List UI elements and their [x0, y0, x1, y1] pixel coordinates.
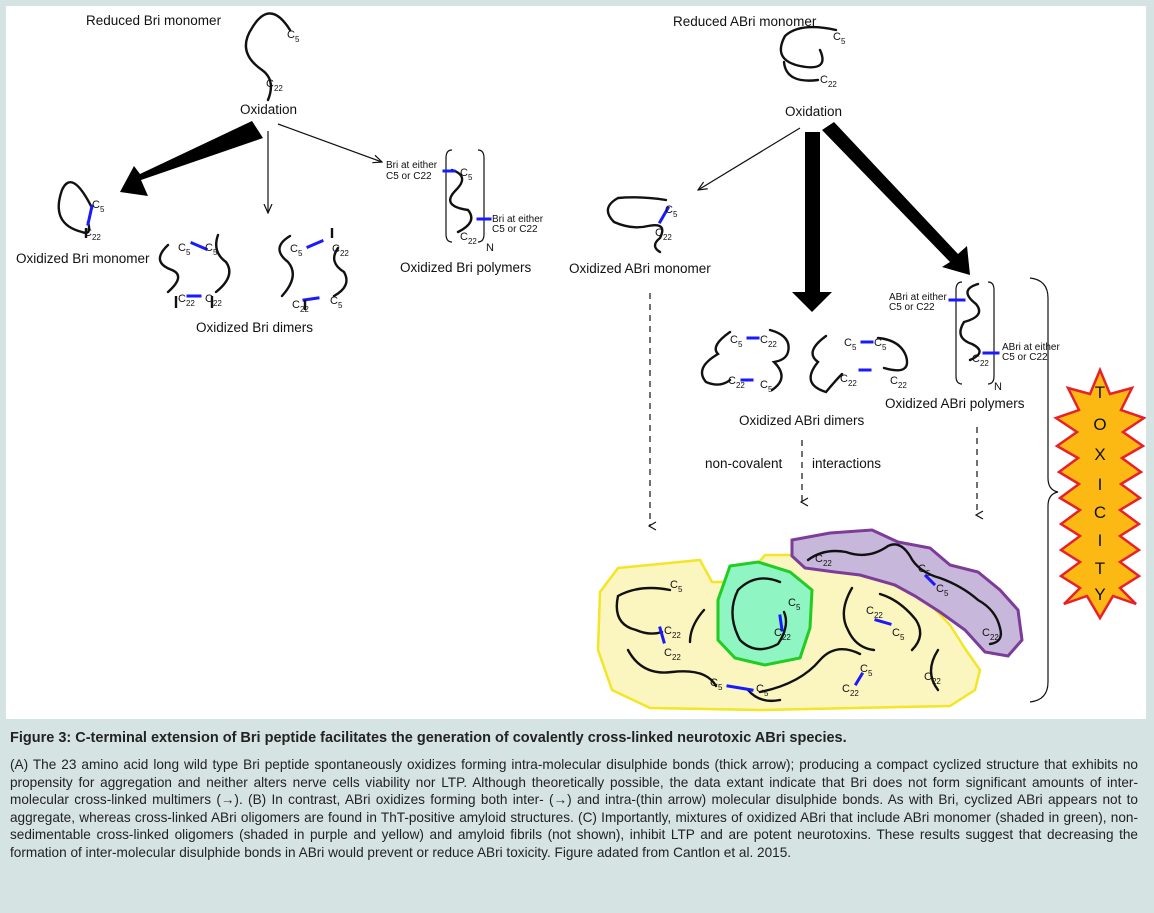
- ox-bri-polymers-label: Oxidized Bri polymers: [400, 260, 532, 275]
- residue-label: C5: [833, 31, 846, 46]
- toxicity-letter: I: [1098, 475, 1103, 494]
- residue-label: C5: [844, 337, 857, 352]
- toxicity-letter: C: [1094, 503, 1106, 522]
- oxidation-label-bri: Oxidation: [240, 102, 297, 117]
- interactions-label: interactions: [812, 456, 881, 471]
- residue-label: C22: [460, 231, 477, 246]
- peptide-chains: [57, 12, 1003, 703]
- residue-label: C22: [820, 74, 837, 89]
- ox-abri-polymers-label: Oxidized ABri polymers: [885, 396, 1025, 411]
- abri-either-note-1a: ABri at either: [889, 292, 947, 303]
- residue-label: C22: [205, 293, 222, 308]
- oxidation-label-abri: Oxidation: [785, 104, 842, 119]
- reduced-bri-label: Reduced Bri monomer: [86, 13, 222, 28]
- residue-label: C22: [84, 227, 101, 242]
- abri-polymer-n: N: [994, 381, 1002, 393]
- toxicity-letter: T: [1095, 383, 1105, 402]
- caption-body: (A) The 23 amino acid long wild type Bri…: [10, 757, 1138, 860]
- residue-label: C22: [728, 375, 745, 390]
- residue-label: C5: [760, 379, 773, 394]
- residue-label: C5: [290, 243, 303, 258]
- reduced-abri-label: Reduced ABri monomer: [673, 14, 817, 29]
- residue-label: C5: [92, 199, 105, 214]
- bri-right-arrow: [277, 123, 382, 162]
- residue-label: C22: [292, 299, 309, 314]
- residue-label: C5: [330, 295, 343, 310]
- toxicity-letter: T: [1095, 559, 1105, 578]
- abri-either-note-2a: ABri at either: [1002, 342, 1060, 353]
- ox-bri-monomer-label: Oxidized Bri monomer: [16, 251, 150, 266]
- polymer-notes: Bri at either C5 or C22 Bri at either C5…: [386, 160, 1060, 393]
- cut-marks: [84, 228, 334, 310]
- abri-either-note-1b: C5 or C22: [889, 302, 935, 313]
- residue-label: C22: [760, 334, 777, 349]
- toxicity-letter: X: [1094, 445, 1105, 464]
- residue-label: C5: [665, 204, 678, 219]
- residue-label: C5: [730, 334, 743, 349]
- abri-thin-arrow: [698, 127, 801, 190]
- diagram-labels: Reduced Bri monomer Reduced ABri monomer…: [16, 13, 1025, 471]
- residue-label: C5: [178, 242, 191, 257]
- bri-polymer-n: N: [486, 242, 494, 254]
- residue-label: C5: [287, 29, 300, 44]
- residue-label: C22: [890, 375, 907, 390]
- toxicity-burst: [1053, 366, 1146, 621]
- abri-thick-down-arrow: [792, 132, 832, 312]
- noncovalent-label: non-covalent: [705, 456, 783, 471]
- caption-title: Figure 3: C-terminal extension of Bri pe…: [10, 730, 847, 746]
- ox-abri-dimers-label: Oxidized ABri dimers: [739, 413, 865, 428]
- bri-thick-arrow: [120, 121, 263, 196]
- toxicity-bracket: [1029, 277, 1059, 703]
- polymer-brackets: [445, 149, 995, 385]
- ox-bri-dimers-label: Oxidized Bri dimers: [196, 320, 313, 335]
- residue-label: C22: [840, 373, 857, 388]
- abri-thick-diag-arrow: [822, 122, 970, 275]
- bri-either-note-2b: C5 or C22: [492, 224, 538, 235]
- residue-label: C22: [972, 353, 989, 368]
- toxicity-letter: O: [1093, 415, 1106, 434]
- toxicity-letter: Y: [1094, 585, 1105, 604]
- bri-either-note-1a: Bri at either: [386, 160, 438, 171]
- disulphide-bonds: [86, 169, 1000, 692]
- ox-abri-monomer-label: Oxidized ABri monomer: [569, 261, 711, 276]
- toxicity-letter: I: [1098, 531, 1103, 550]
- abri-either-note-2b: C5 or C22: [1002, 352, 1048, 363]
- residue-label: C22: [266, 78, 283, 93]
- purple-aggregate-shading: [790, 528, 1024, 658]
- bri-either-note-2a: Bri at either: [492, 214, 544, 225]
- figure-caption: Figure 3: C-terminal extension of Bri pe…: [10, 730, 1138, 862]
- bri-either-note-1b: C5 or C22: [386, 171, 432, 182]
